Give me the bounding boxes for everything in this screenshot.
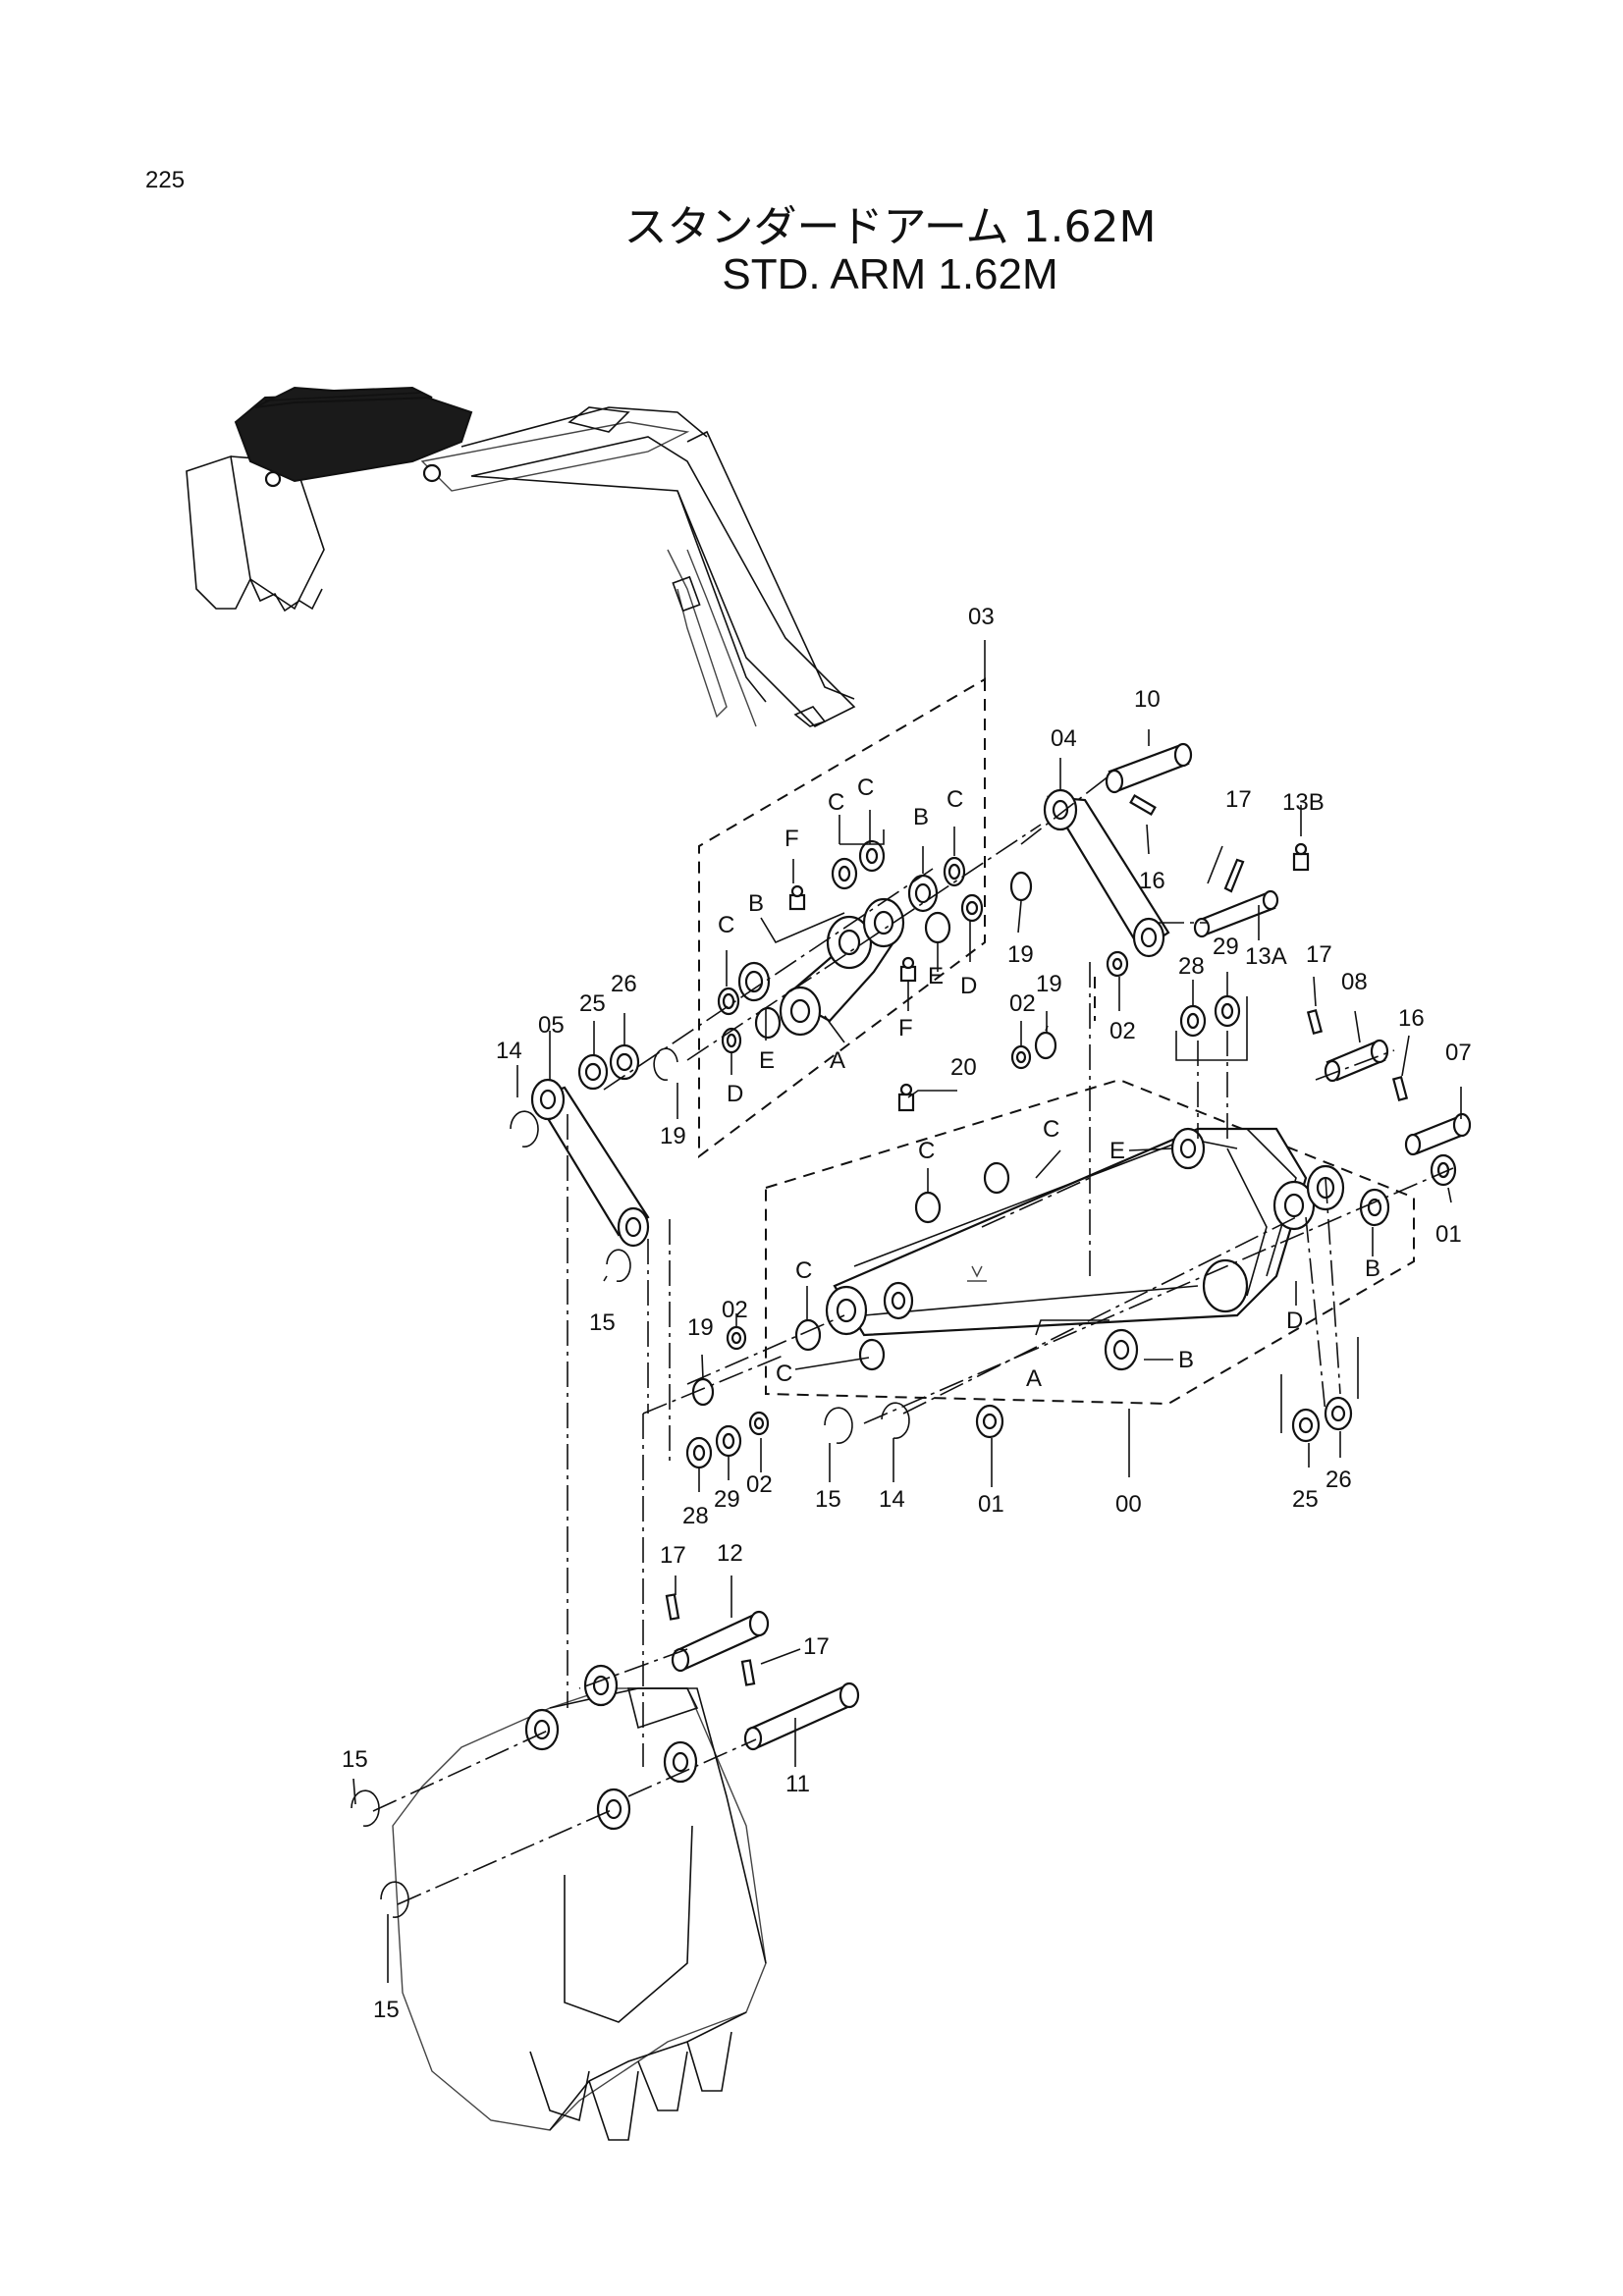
callout-25: 25	[579, 990, 606, 1017]
callout-b: B	[748, 890, 764, 917]
bracket-03	[779, 897, 905, 1037]
callout-02: 02	[746, 1471, 773, 1498]
callout-12: 12	[717, 1540, 743, 1567]
callout-a: A	[830, 1047, 845, 1074]
snap-ring-15-c	[351, 1789, 380, 1827]
callout-19: 19	[687, 1314, 714, 1341]
callout-e: E	[1109, 1138, 1125, 1164]
callout-13b: 13B	[1282, 789, 1325, 816]
callout-c: C	[857, 774, 874, 801]
callout-04: 04	[1051, 725, 1077, 752]
ring-19-mid	[1034, 1031, 1057, 1060]
callout-15: 15	[342, 1746, 368, 1773]
callout-17: 17	[1306, 941, 1332, 968]
group-00-boundary	[765, 1078, 1415, 1406]
callout-d: D	[1286, 1308, 1303, 1334]
callout-19: 19	[660, 1123, 686, 1149]
snap-ring-14-b	[881, 1402, 910, 1439]
callout-28: 28	[682, 1503, 709, 1529]
page-number: 225	[145, 167, 186, 193]
pin-11	[740, 1659, 860, 1751]
callout-29: 29	[1213, 934, 1239, 960]
bushing-c-c	[794, 1318, 822, 1352]
callout-f: F	[784, 826, 799, 852]
callout-16: 16	[1398, 1005, 1425, 1032]
link-05	[530, 1078, 650, 1248]
callout-b: B	[913, 804, 929, 830]
callout-17: 17	[1225, 786, 1252, 813]
callout-19: 19	[1007, 941, 1034, 968]
snap-ring-15-d	[380, 1881, 409, 1918]
callout-29: 29	[714, 1486, 740, 1513]
callout-17: 17	[660, 1542, 686, 1569]
callout-26: 26	[611, 971, 637, 997]
pin-10	[1105, 742, 1193, 816]
callout-14: 14	[879, 1486, 905, 1513]
callout-14: 14	[496, 1038, 522, 1064]
title-english: STD. ARM 1.62M	[722, 250, 1058, 298]
callout-c: C	[1043, 1116, 1059, 1143]
bucket-illustration	[392, 1664, 767, 2141]
callout-c: C	[918, 1138, 935, 1164]
callout-d: D	[960, 973, 977, 999]
callout-05: 05	[538, 1012, 565, 1039]
callout-26: 26	[1325, 1467, 1352, 1493]
callout-17: 17	[803, 1633, 830, 1660]
callout-labels: 03 10 04 17 13B 16 13A 19 19 02 28 29 C …	[342, 604, 1472, 2023]
link-04	[1043, 788, 1170, 958]
callout-07: 07	[1445, 1040, 1472, 1066]
overview-machine-illustration	[186, 386, 856, 727]
callout-f: F	[898, 1015, 913, 1041]
callout-15: 15	[373, 1997, 400, 2023]
callout-20: 20	[950, 1054, 977, 1081]
callout-13a: 13A	[1245, 943, 1287, 970]
callout-c: C	[795, 1257, 812, 1284]
callout-e: E	[759, 1047, 775, 1074]
callout-c: C	[947, 786, 963, 813]
snap-ring-15-a	[606, 1249, 631, 1283]
callout-08: 08	[1341, 969, 1368, 995]
callout-10: 10	[1134, 686, 1161, 713]
callout-15: 15	[589, 1309, 616, 1336]
snap-ring-15-b	[824, 1407, 853, 1444]
assembly-centerlines	[372, 774, 1454, 1905]
callout-00: 00	[1115, 1491, 1142, 1518]
callout-c: C	[776, 1361, 792, 1387]
callout-15: 15	[815, 1486, 841, 1513]
group-03-boundary	[698, 677, 986, 1158]
pin-08	[1306, 1008, 1389, 1083]
pin-07	[1391, 1075, 1472, 1156]
callout-01: 01	[1435, 1221, 1462, 1248]
callout-25: 25	[1292, 1486, 1319, 1513]
callout-01: 01	[978, 1491, 1004, 1518]
grease-fitting-20	[897, 1093, 915, 1112]
ring-19-top	[1009, 871, 1033, 902]
callout-leaders	[352, 640, 1462, 1983]
bushing-c-a	[914, 1191, 942, 1224]
bushings-and-seals-group-03	[717, 839, 984, 1054]
callout-b: B	[1365, 1255, 1380, 1282]
callout-c: C	[828, 789, 844, 816]
bushing-c-b	[983, 1161, 1010, 1195]
callout-19: 19	[1036, 971, 1062, 997]
bushing-c-d	[858, 1338, 886, 1371]
callout-02: 02	[1109, 1018, 1136, 1044]
callout-02: 02	[722, 1297, 748, 1323]
callout-a: A	[1026, 1365, 1042, 1392]
callout-28: 28	[1178, 953, 1205, 980]
callout-02: 02	[1009, 990, 1036, 1017]
title-japanese: スタンダードアーム 1.62M	[623, 202, 1157, 252]
snap-ring-14-a	[510, 1110, 539, 1148]
callout-16: 16	[1139, 868, 1165, 894]
callout-e: E	[928, 963, 944, 989]
callout-c: C	[718, 912, 734, 938]
pin-13a	[1193, 842, 1310, 938]
callout-d: D	[727, 1081, 743, 1107]
callout-11: 11	[785, 1771, 810, 1797]
pin-12	[665, 1593, 770, 1673]
callout-03: 03	[968, 604, 995, 630]
callout-b: B	[1178, 1347, 1194, 1373]
